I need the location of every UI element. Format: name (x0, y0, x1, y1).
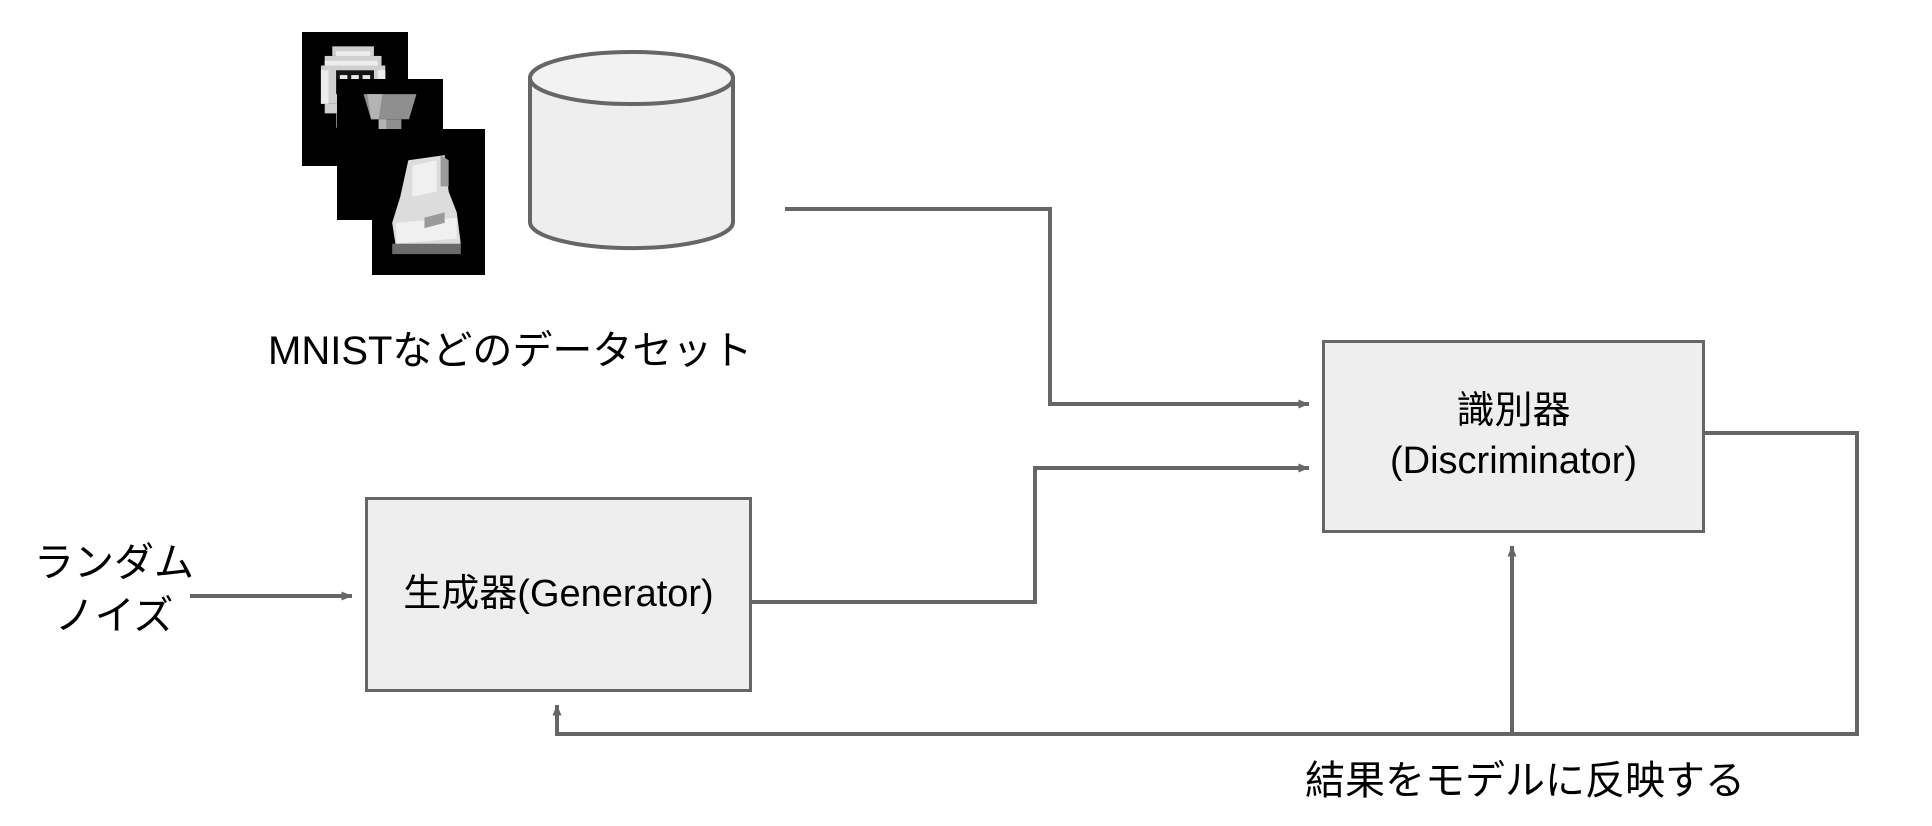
discriminator-label-line1: 識別器 (1456, 390, 1571, 433)
generator-label-line1: 生成器(Generator) (403, 572, 714, 615)
edge-generator-to-discriminator (752, 463, 1310, 604)
edge-discriminator-feedback (552, 431, 1859, 736)
feedback-caption: 結果をモデルに反映する (1305, 759, 1745, 803)
discriminator-label: 識別器 (Discriminator) (1390, 387, 1637, 486)
discriminator-node[interactable]: 識別器 (Discriminator) (1322, 340, 1705, 533)
generator-node[interactable]: 生成器(Generator) (365, 497, 752, 692)
cylinder-top (528, 50, 735, 106)
cylinder-body (528, 76, 735, 251)
boot-sample-icon (372, 129, 485, 275)
dataset-thumbnail-boot (372, 129, 485, 275)
generator-label: 生成器(Generator) (403, 570, 713, 619)
dataset-caption: MNISTなどのデータセット (268, 329, 753, 373)
edge-dataset-to-discriminator (785, 207, 1310, 409)
discriminator-label-line2: (Discriminator) (1390, 439, 1637, 482)
random-noise-label: ランダム ノイズ (34, 541, 194, 638)
